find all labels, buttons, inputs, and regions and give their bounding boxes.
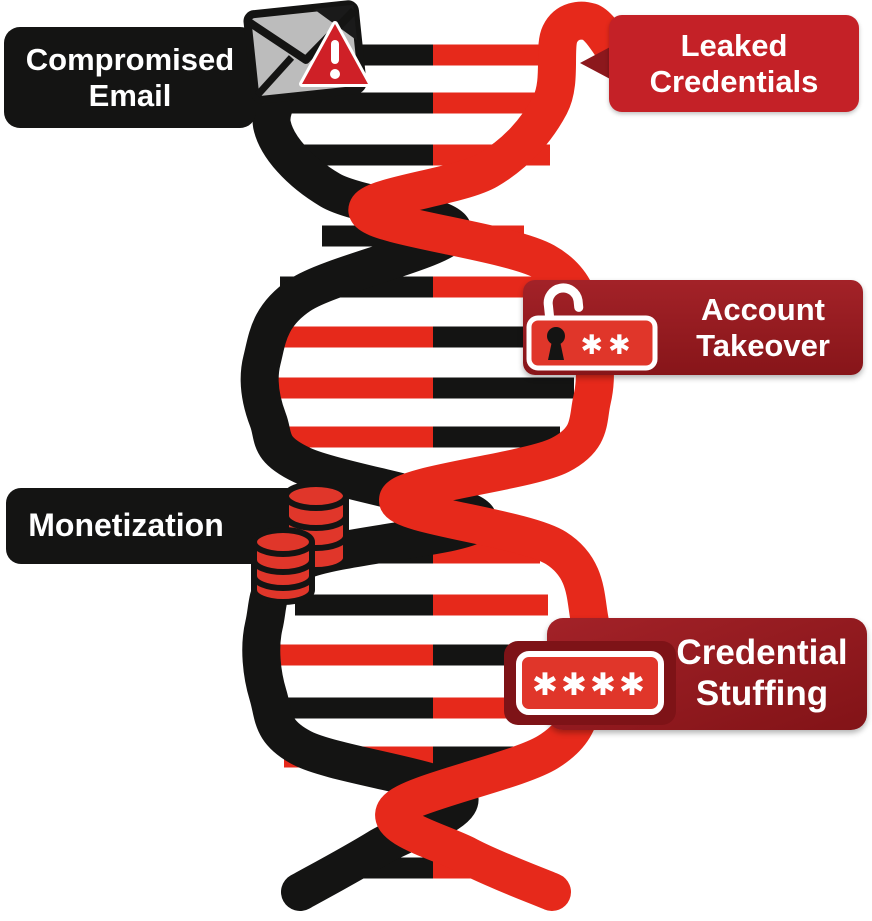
masked-password-text: ✱✱✱✱ — [532, 667, 648, 703]
helix-rung — [272, 697, 433, 719]
padlock-body-password-icon: ✱✱ — [526, 315, 658, 371]
label-text: Account — [701, 291, 825, 327]
label-text: Credential — [676, 633, 848, 673]
helix-rung — [295, 594, 433, 616]
helix-rung — [433, 377, 574, 399]
label-compromised-email: Compromised Email — [4, 27, 256, 128]
padlock-shackle-icon — [543, 283, 584, 322]
masked-password-text: ✱✱ — [580, 330, 635, 361]
label-leaked-credentials: Leaked Credentials — [609, 15, 859, 112]
helix-rung — [433, 276, 548, 298]
warning-triangle-icon: ! — [299, 21, 371, 87]
helix-rung — [272, 426, 433, 448]
label-text: Stuffing — [695, 674, 829, 713]
helix-rung — [433, 92, 552, 114]
helix-rung — [266, 326, 433, 348]
leaked-credentials-pointer — [580, 46, 612, 80]
label-text: Monetization — [28, 507, 224, 544]
helix-rung — [266, 644, 433, 666]
helix-rung — [260, 377, 433, 399]
label-text: Leaked — [680, 27, 788, 63]
label-text: Compromised — [25, 41, 235, 77]
password-field-icon: ✱✱✱✱ — [516, 651, 664, 715]
helix-strand-red — [348, 1, 635, 911]
coin-stacks-icon — [251, 481, 349, 605]
helix-rung — [433, 426, 560, 448]
helix-rung — [433, 44, 556, 66]
coin-stack-front — [251, 527, 315, 605]
keyhole-icon — [547, 327, 565, 345]
helix-rung — [433, 594, 548, 616]
label-text: Takeover — [696, 327, 830, 363]
label-text: Email — [88, 77, 172, 113]
label-text: Credentials — [649, 63, 819, 99]
helix-rung — [284, 144, 433, 166]
